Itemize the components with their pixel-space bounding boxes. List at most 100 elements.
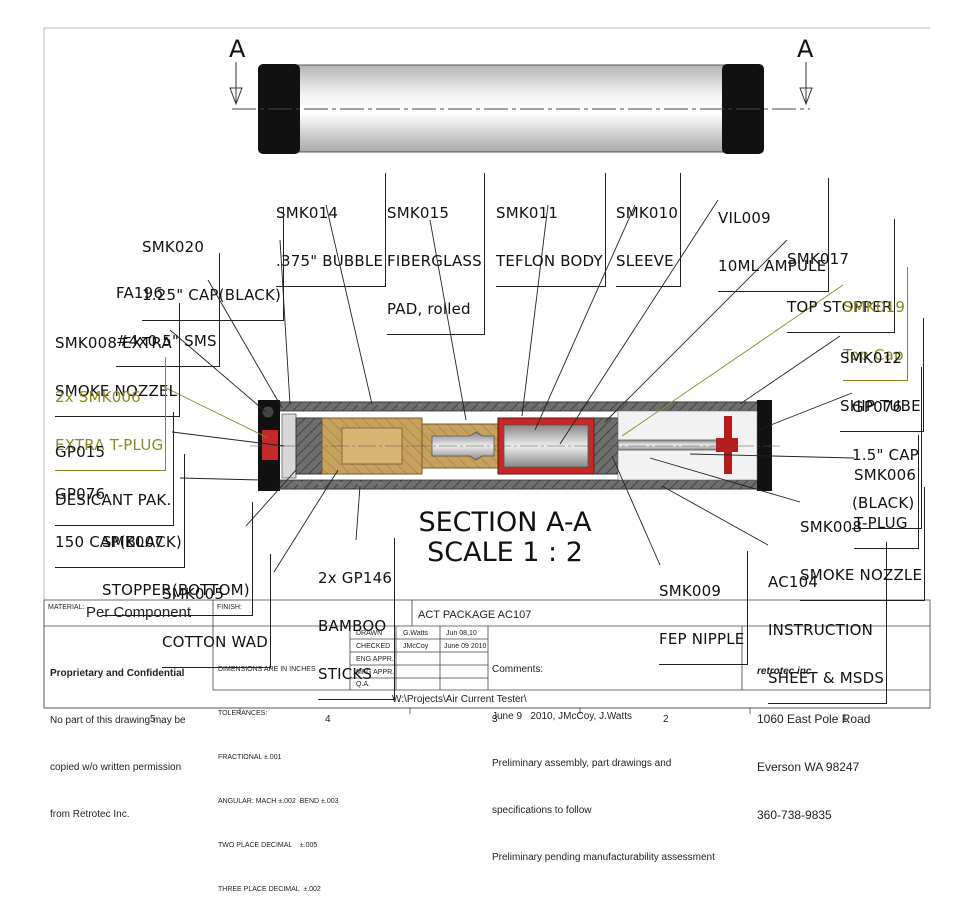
callout-part-number: SMK012 — [840, 349, 903, 367]
dimension-line: FRACTIONAL ±.001 — [218, 754, 282, 761]
row-label: CHECKED — [356, 643, 391, 650]
proprietary-line: from Retrotec Inc. — [50, 809, 130, 820]
callout-description: 1.5" CAP — [852, 446, 919, 464]
section-label: SECTION A-A — [418, 507, 592, 538]
comments-label: Comments: — [492, 664, 544, 675]
callout-part-number: GP015 — [55, 443, 106, 461]
callout-part-number: 2x GP146 — [318, 569, 393, 587]
file-path: W:\Projects\Air Current Tester\ — [392, 694, 527, 705]
dimension-line: TOLERANCES: — [218, 710, 268, 717]
callout-part-number: SMK007 — [102, 533, 165, 551]
callout-gp076-bottom: GP076 150 CAP(BLACK) — [55, 454, 185, 568]
title-block — [43, 599, 931, 714]
callout-smk020: SMK020 1.25" CAP(BLACK) — [142, 207, 285, 321]
callout-fa196: FA196 #4x0.5" SMS — [116, 253, 220, 367]
callout-part-number: SMK019 — [843, 298, 906, 316]
callout-description: 1.25" CAP(BLACK) — [142, 286, 282, 304]
callout-part-number: SMK015 — [387, 204, 450, 222]
callout-part-number: AC104 — [768, 573, 819, 591]
callout-smk008-extra: SMK008 EXTRA SMOKE NOZZEL — [55, 303, 181, 417]
callout-part-number: SMK010 — [616, 204, 679, 222]
material-label: MATERIAL: — [48, 604, 85, 611]
proprietary-title: Proprietary and Confidential — [50, 668, 185, 679]
zone-label: 3 — [492, 714, 498, 725]
callout-part-number: GP076 — [852, 398, 903, 416]
callout-description: STOPPER(BOTTOM) — [102, 581, 250, 599]
comment-line: Preliminary assembly, part drawings and — [492, 758, 672, 769]
scale-label: SCALE 1 : 2 — [427, 537, 583, 568]
callout-part-number: SMK020 — [142, 238, 205, 256]
dimension-line: DIMENSIONS ARE IN INCHES — [218, 666, 316, 673]
comments: Comments: June 9 2010, JMcCoy, J.Watts P… — [492, 628, 715, 881]
callout-description: DESICANT PAK. — [55, 491, 172, 509]
callout-description: T-PLUG — [854, 514, 908, 532]
row-name: G.Watts — [403, 630, 429, 637]
callout-part-number: SMK008 — [800, 518, 863, 536]
exterior-view — [229, 62, 813, 154]
row-date: June 09 2010 — [444, 643, 487, 650]
callout-description: PAD, rolled — [387, 300, 471, 318]
dimension-line: ANGULAR: MACH ±.002 BEND ±.003 — [218, 798, 339, 805]
row-label: ENG APPR. — [356, 656, 394, 663]
callout-smk014: SMK014 .375" BUBBLE — [276, 173, 387, 287]
section-title: SECTION A-A SCALE 1 : 2 — [400, 508, 610, 568]
row-label: MFG APPR. — [356, 669, 395, 676]
comment-line: Preliminary pending manufacturability as… — [492, 852, 715, 863]
callout-part-number: 2x SMK006 — [55, 388, 141, 406]
address-line: 1060 East Pole Road — [757, 712, 871, 726]
row-label: Q.A. — [356, 681, 371, 688]
drawing-sheet — [43, 27, 931, 714]
section-mark-left: A — [229, 35, 246, 63]
callout-smk015: SMK015 FIBERGLASS PAD, rolled — [387, 173, 485, 335]
zone-label: 4 — [325, 714, 331, 725]
leader-lines — [169, 199, 855, 573]
callout-smk012: SMK012 SHIP TUBE — [840, 318, 924, 432]
callout-description: SHEET & MSDS — [768, 669, 885, 687]
callout-part-number: SMK006 — [854, 466, 917, 484]
callout-description: .375" BUBBLE — [276, 252, 384, 270]
address-line: 360-738-9835 — [757, 808, 832, 822]
comment-line: June 9 2010, JMcCoy, J.Watts — [492, 711, 633, 722]
callout-description: SLEEVE — [616, 252, 674, 270]
callout-part-number: SMK011 — [496, 204, 559, 222]
callout-description: BAMBOO — [318, 617, 387, 635]
callout-description: FIBERGLASS — [387, 252, 482, 270]
callout-description: 10ML AMPULE — [718, 257, 827, 275]
dimension-line: THREE PLACE DECIMAL ±.002 — [218, 886, 321, 893]
row-name: JMcCoy — [403, 643, 429, 650]
callout-smk010: SMK010 SLEEVE — [616, 173, 682, 287]
section-mark-right: A — [797, 35, 814, 63]
callout-part-number: SMK017 — [787, 250, 850, 268]
callout-smk011: SMK011 TEFLON BODY — [496, 173, 606, 287]
callout-part-number: SMK009 — [659, 582, 722, 600]
zone-label: 5 — [150, 714, 156, 725]
callout-part-number: VIL009 — [718, 209, 771, 227]
callout-description: TEFLON BODY — [496, 252, 603, 270]
callout-gp146: 2x GP146 BAMBOO STICKS — [318, 538, 396, 700]
callout-description: INSTRUCTION — [768, 621, 874, 639]
zone-label: 2 — [663, 714, 669, 725]
callout-description: SMOKE NOZZEL — [55, 382, 178, 400]
section-view — [250, 400, 780, 491]
address-line: Everson WA 98247 — [757, 760, 860, 774]
callout-description: COTTON WAD — [162, 633, 268, 651]
callout-smk006: SMK006 T-PLUG — [854, 435, 920, 549]
callout-description: Top Cap — [843, 346, 904, 364]
callout-description: SHIP TUBE — [840, 397, 921, 415]
callout-part-number: GP076 — [55, 485, 106, 503]
callout-smk017: SMK017 TOP STOPPER — [787, 219, 896, 333]
callout-description: STICKS — [318, 665, 373, 683]
callout-gp076-top: GP076 1.5" CAP (BLACK) — [852, 367, 922, 529]
company-block: retrotec inc 1060 East Pole Road Everson… — [757, 630, 870, 839]
callout-description: FEP NIPPLE — [659, 630, 745, 648]
comment-line: specifications to follow — [492, 805, 592, 816]
leader-lines-olive — [159, 284, 844, 439]
callout-part-number: SMK008 EXTRA — [55, 334, 172, 352]
callout-part-number: SMK005 — [162, 585, 225, 603]
dimension-line: TWO PLACE DECIMAL ±.005 — [218, 842, 318, 849]
company-name: retrotec inc — [757, 666, 812, 677]
proprietary-notice: Proprietary and Confidential No part of … — [50, 632, 186, 838]
row-date: Jun 08,10 — [446, 630, 477, 637]
drawing-title: ACT PACKAGE AC107 — [418, 609, 532, 621]
proprietary-line: copied w/o written permission — [50, 762, 182, 773]
